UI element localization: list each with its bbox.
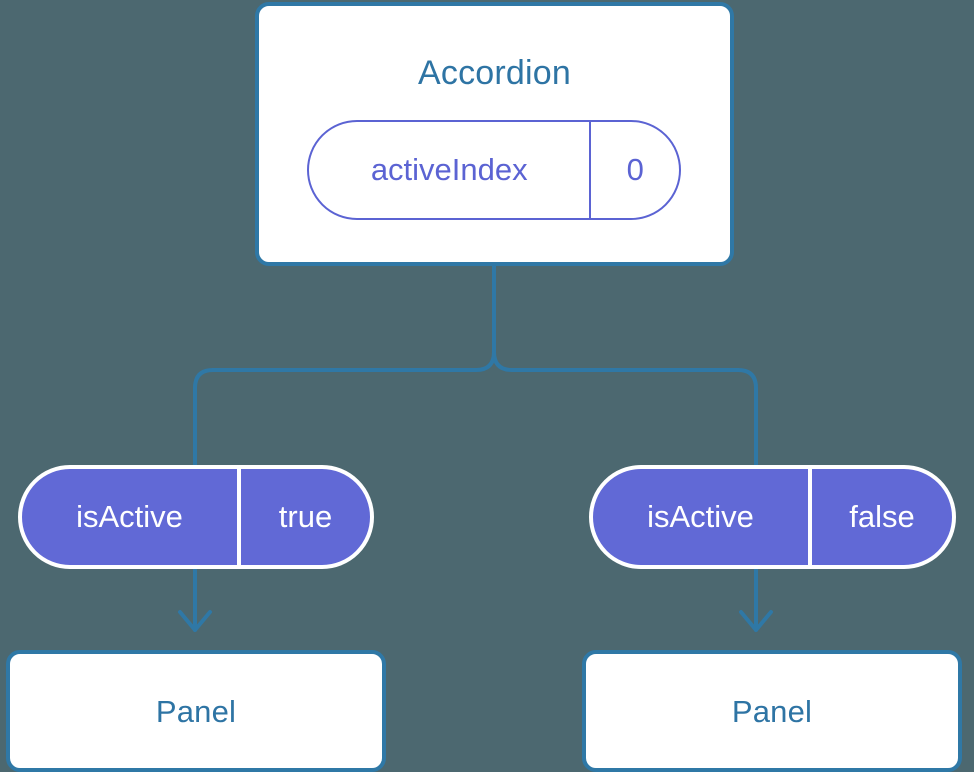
panel-right-box[interactable]: Panel <box>582 650 962 772</box>
left-branch-prop-key: isActive <box>76 499 183 534</box>
panel-right-title: Panel <box>731 693 813 729</box>
right-branch-prop-key: isActive <box>647 499 754 534</box>
branch-connector-left <box>193 350 496 468</box>
accordion-title: Accordion <box>418 54 571 92</box>
accordion-prop-key: activeIndex <box>370 152 528 187</box>
right-branch-prop-pill[interactable]: isActive false <box>589 465 956 569</box>
accordion-prop-value: 0 <box>589 122 679 218</box>
arrow-right-to-panel <box>739 564 773 632</box>
left-branch-prop-pill[interactable]: isActive true <box>18 465 374 569</box>
panel-left-box[interactable]: Panel <box>6 650 386 772</box>
right-branch-prop-value: false <box>808 469 952 565</box>
panel-left-title: Panel <box>155 693 237 729</box>
arrow-left-to-panel <box>178 564 212 632</box>
left-branch-prop-value: true <box>237 469 370 565</box>
accordion-prop-pill[interactable]: activeIndex 0 <box>307 120 681 220</box>
trunk-connector <box>492 264 758 468</box>
